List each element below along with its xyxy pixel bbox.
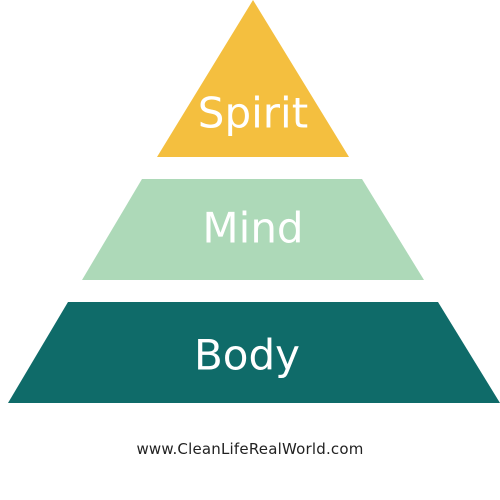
- tier-body-shape: [8, 302, 500, 403]
- tier-mind-label: Mind: [202, 204, 303, 253]
- tier-spirit-label: Spirit: [198, 89, 308, 138]
- tier-mind-shape: [82, 179, 424, 280]
- tier-body-label: Body: [194, 331, 300, 380]
- tier-spirit-shape: [157, 0, 349, 157]
- website-url: www.CleanLifeRealWorld.com: [136, 440, 364, 458]
